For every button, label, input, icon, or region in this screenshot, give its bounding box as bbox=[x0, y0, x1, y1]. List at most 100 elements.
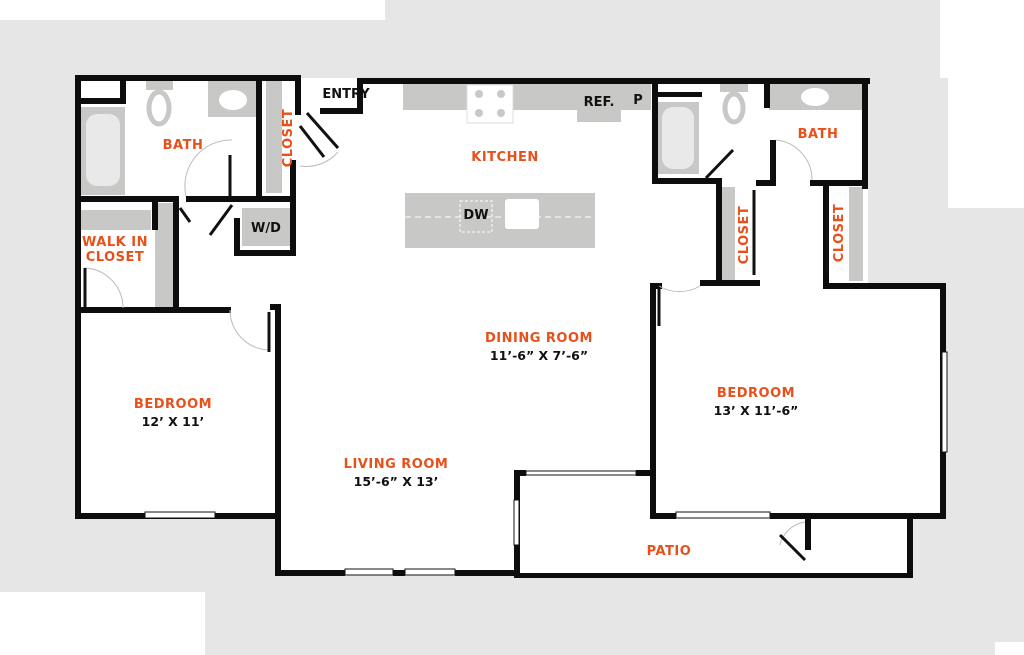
wall bbox=[650, 513, 676, 519]
fixtures bbox=[81, 80, 863, 308]
window bbox=[675, 511, 771, 519]
door-leaf bbox=[208, 204, 234, 236]
room-label-closet-right-1: CLOSET bbox=[737, 206, 752, 265]
room-label-walk-in-closet-line2: CLOSET bbox=[86, 250, 145, 265]
labels: BATH CLOSET ENTRY KITCHEN DW W/D REF. P … bbox=[82, 87, 847, 559]
room-label-closet-right-2: CLOSET bbox=[832, 204, 847, 263]
floors bbox=[78, 78, 948, 576]
burner-icon bbox=[475, 109, 483, 117]
door-swing bbox=[83, 267, 124, 309]
room-size-living: 15’-6” X 13’ bbox=[354, 474, 439, 489]
closet-shelf bbox=[266, 81, 282, 193]
refrigerator bbox=[577, 84, 621, 122]
wall bbox=[275, 304, 281, 576]
tub-basin bbox=[662, 107, 694, 169]
wall bbox=[810, 180, 868, 186]
room-label-living: LIVING ROOM bbox=[344, 457, 449, 472]
closet-shelf bbox=[721, 187, 735, 281]
wall bbox=[652, 178, 722, 184]
wall bbox=[75, 307, 231, 313]
door-leaf bbox=[704, 148, 735, 180]
room-label-bath-right: BATH bbox=[798, 127, 839, 142]
window bbox=[525, 470, 637, 476]
door-swing bbox=[299, 151, 339, 167]
wall bbox=[907, 518, 913, 577]
wall bbox=[716, 180, 722, 286]
wall bbox=[234, 218, 240, 256]
room-label-bath-left: BATH bbox=[163, 138, 204, 153]
wall bbox=[518, 573, 805, 578]
label-pantry: P bbox=[633, 93, 643, 108]
doors bbox=[83, 112, 829, 562]
toilet-icon bbox=[146, 89, 172, 127]
wall bbox=[770, 513, 946, 519]
wall bbox=[295, 75, 301, 115]
room-label-walk-in-closet-line1: WALK IN bbox=[82, 235, 148, 250]
burner-icon bbox=[475, 90, 483, 98]
wall bbox=[120, 80, 126, 103]
sink-icon bbox=[801, 88, 829, 106]
closet-shelf bbox=[155, 203, 173, 308]
island-sink bbox=[505, 199, 539, 229]
wall bbox=[173, 196, 179, 309]
tub-basin bbox=[86, 114, 120, 186]
wall bbox=[756, 180, 776, 186]
burner-icon bbox=[497, 109, 505, 117]
wall bbox=[186, 196, 296, 202]
kitchen-island bbox=[405, 193, 595, 248]
sink-icon bbox=[219, 90, 247, 110]
wall bbox=[256, 78, 262, 198]
room-label-bedroom-right: BEDROOM bbox=[717, 386, 795, 401]
wall bbox=[360, 78, 870, 84]
room-size-dining: 11’-6” X 7’-6” bbox=[490, 348, 588, 363]
door-swing bbox=[229, 309, 271, 351]
wall bbox=[275, 570, 345, 576]
wall bbox=[152, 200, 158, 230]
room-size-bedroom-left: 12’ X 11’ bbox=[142, 414, 205, 429]
wall bbox=[805, 518, 811, 550]
outside-notch bbox=[868, 78, 948, 283]
window bbox=[144, 511, 216, 519]
wall bbox=[320, 108, 363, 114]
wall bbox=[78, 98, 126, 104]
door-leaf bbox=[778, 533, 807, 562]
door-leaf bbox=[178, 207, 192, 223]
door-leaf bbox=[298, 125, 326, 158]
window bbox=[941, 351, 948, 453]
door-swing bbox=[184, 139, 233, 197]
label-washer-dryer: W/D bbox=[251, 221, 281, 236]
wall bbox=[75, 75, 81, 518]
room-label-entry: ENTRY bbox=[322, 87, 370, 102]
label-dishwasher: DW bbox=[463, 208, 488, 223]
toilet-icon bbox=[722, 91, 746, 125]
door-swing bbox=[658, 285, 701, 293]
room-label-dining: DINING ROOM bbox=[485, 331, 593, 346]
wall bbox=[652, 92, 702, 97]
wall bbox=[805, 573, 913, 578]
closet-shelf bbox=[81, 210, 151, 230]
door-swing bbox=[779, 521, 806, 546]
wall bbox=[862, 80, 868, 189]
wall bbox=[75, 196, 177, 202]
closet-shelf bbox=[849, 187, 863, 281]
window bbox=[344, 568, 394, 576]
washer-dryer bbox=[242, 208, 290, 246]
cooktop bbox=[466, 84, 514, 124]
wall bbox=[650, 283, 662, 289]
wall bbox=[764, 80, 770, 108]
window bbox=[404, 568, 456, 576]
room-size-bedroom-right: 13’ X 11’-6” bbox=[714, 403, 799, 418]
wall bbox=[290, 160, 296, 256]
label-refrigerator: REF. bbox=[584, 95, 615, 110]
door-swing bbox=[775, 139, 813, 181]
floor-area bbox=[278, 300, 520, 574]
wall bbox=[700, 280, 760, 286]
wall bbox=[514, 470, 526, 476]
toilet-tank bbox=[720, 82, 748, 92]
wall bbox=[650, 283, 656, 519]
wall bbox=[357, 78, 363, 114]
wall bbox=[455, 570, 519, 576]
wall bbox=[652, 80, 658, 184]
room-label-patio: PATIO bbox=[647, 544, 692, 559]
